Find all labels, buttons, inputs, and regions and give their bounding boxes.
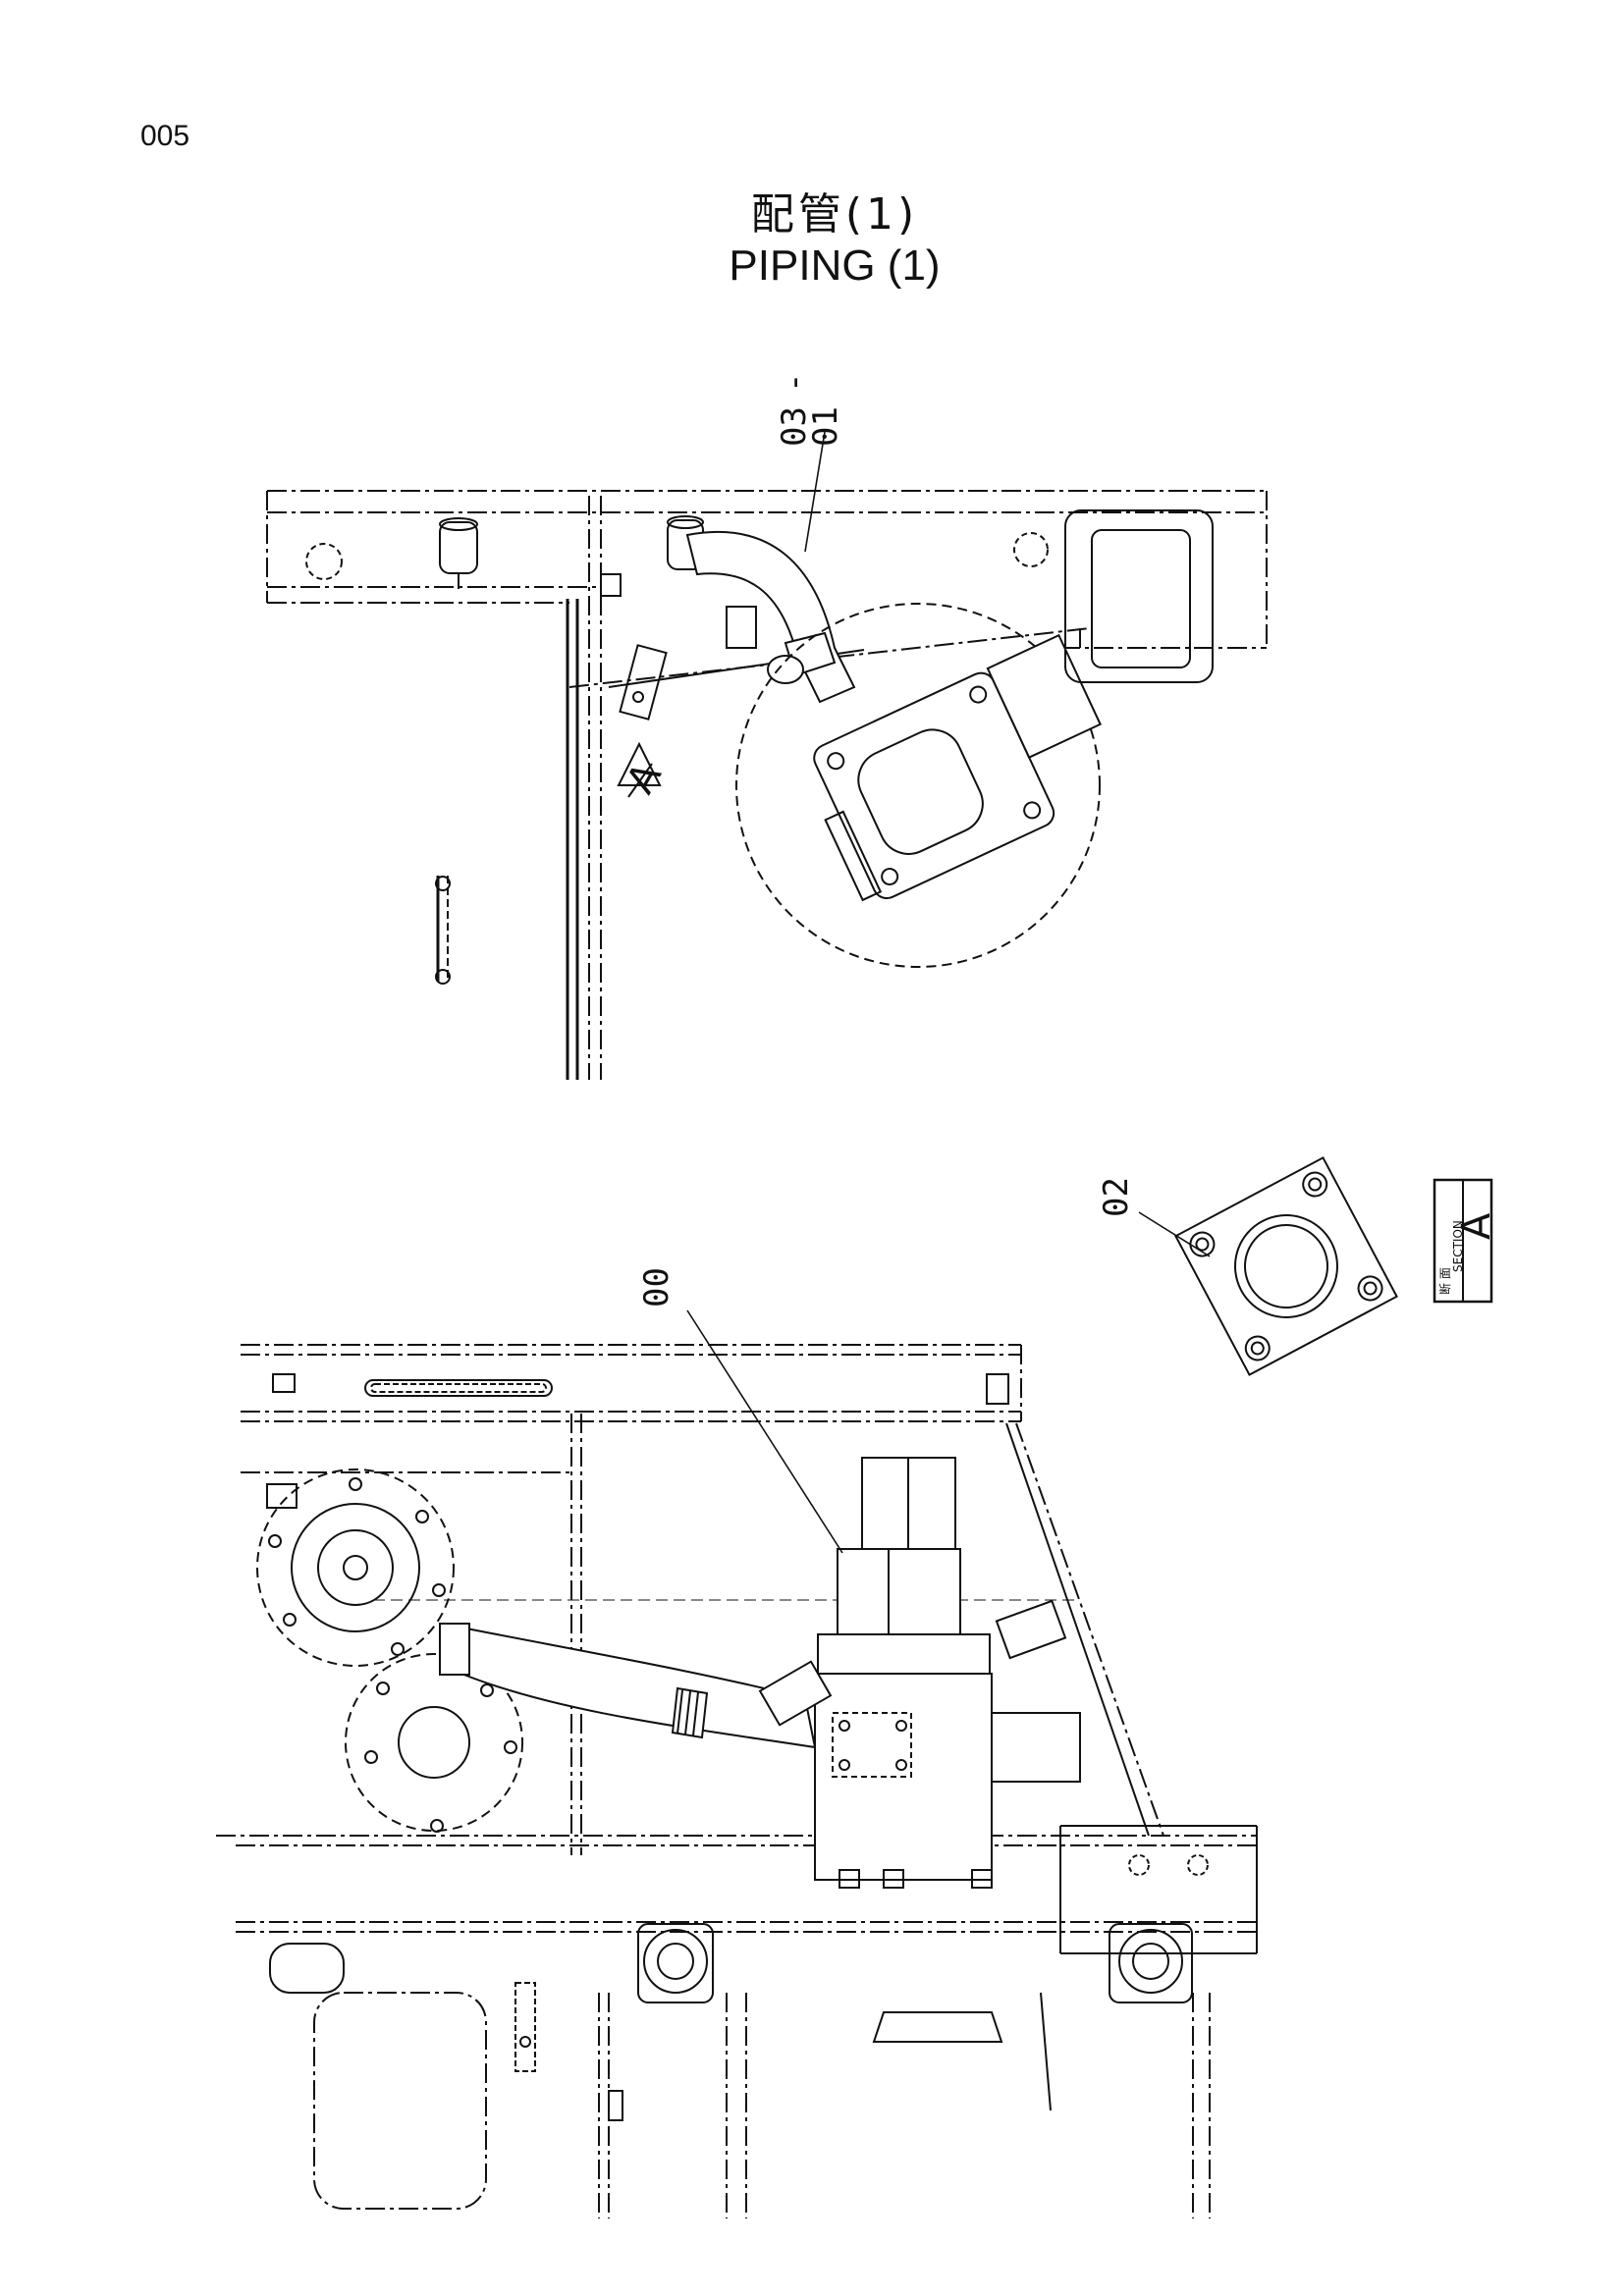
title-japanese: 配管(1): [750, 189, 919, 240]
section-marker-letter: A: [1454, 1212, 1499, 1240]
callout-00: 00: [637, 1267, 676, 1308]
page-number: 005: [140, 120, 190, 152]
callout-03: 03: [775, 406, 814, 447]
top-right-bracket: [1064, 509, 1214, 683]
bottom-hose: [445, 1623, 817, 1749]
section-marker-en: SECTION: [1451, 1220, 1465, 1272]
bottom-frame-lines: [216, 1344, 1258, 1954]
top-pump-body: [813, 633, 1102, 902]
leader-02: [1138, 1211, 1211, 1257]
leader-00: [686, 1309, 843, 1554]
top-strap: [435, 876, 451, 985]
bottom-pump-unit: [758, 1457, 1081, 1889]
bottom-slot: [364, 1379, 553, 1397]
top-view: A: [266, 431, 1268, 1080]
callout-02: 02: [1097, 1177, 1136, 1217]
bottom-view: [216, 1309, 1258, 2218]
flange-detail: [1174, 1156, 1398, 1376]
top-left-clamp: [439, 517, 478, 589]
bottom-wheel-right: [1109, 1923, 1193, 2003]
top-right-hole: [1013, 532, 1049, 567]
section-marker-box: [1433, 1178, 1493, 1304]
bottom-flange-lower: [345, 1653, 523, 1833]
title-english: PIPING (1): [729, 241, 941, 290]
bottom-right-bracket: [995, 1599, 1067, 1660]
bottom-flange-upper: [256, 1468, 455, 1667]
section-arrow: [617, 741, 662, 798]
top-left-hole: [305, 543, 343, 580]
callout-01: 01: [806, 406, 845, 447]
leader-03-01: [804, 431, 826, 553]
bottom-lower-structure: [269, 1943, 1211, 2218]
top-pump-flange-circle: [735, 603, 1101, 968]
callout-separator: -: [775, 373, 814, 393]
bottom-wheel-left: [637, 1923, 714, 2003]
top-small-bracket: [619, 644, 668, 721]
section-marker-jp: 断 面: [1437, 1267, 1452, 1295]
